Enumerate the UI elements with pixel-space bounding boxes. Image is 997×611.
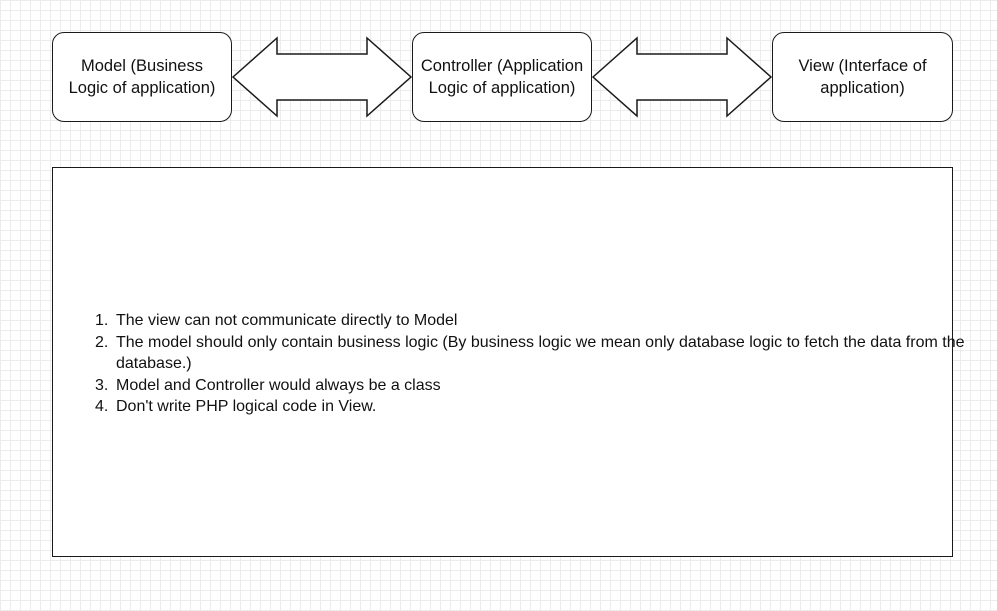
note-number: 1. xyxy=(95,312,109,329)
note-number: 2. xyxy=(95,333,109,351)
note-text: Don't write PHP logical code in View. xyxy=(116,398,377,415)
note-item: 1. The view can not communicate directly… xyxy=(95,310,996,332)
controller-node-line-2: Logic of application) xyxy=(428,79,576,97)
note-item: 2. The model should only contain busines… xyxy=(95,332,996,375)
view-node-line-2: application) xyxy=(820,79,905,97)
view-node[interactable]: View (Interface of application) xyxy=(772,32,953,122)
note-item: 3. Model and Controller would always be … xyxy=(95,375,996,397)
note-text: The model should only contain business l… xyxy=(116,333,965,373)
view-node-line-1: View (Interface of xyxy=(798,57,927,75)
note-number: 3. xyxy=(95,376,109,394)
notes-box[interactable]: 1. The view can not communicate directly… xyxy=(52,167,964,557)
notes-list: 1. The view can not communicate directly… xyxy=(53,310,996,418)
controller-node-line-1: Controller (Application xyxy=(420,57,584,75)
model-node-line-1: Model (Business xyxy=(81,57,203,75)
note-text: The view can not communicate directly to… xyxy=(116,312,458,329)
model-node[interactable]: Model (Business Logic of application) xyxy=(52,32,232,122)
note-number: 4. xyxy=(95,398,109,415)
note-item: 4. Don't write PHP logical code in View. xyxy=(95,396,996,418)
note-text: Model and Controller would always be a c… xyxy=(116,376,441,394)
controller-view-double-arrow[interactable] xyxy=(591,32,773,122)
model-controller-double-arrow[interactable] xyxy=(231,32,413,122)
controller-node[interactable]: Controller (Application Logic of applica… xyxy=(412,32,592,122)
model-node-line-2: Logic of application) xyxy=(68,79,216,97)
